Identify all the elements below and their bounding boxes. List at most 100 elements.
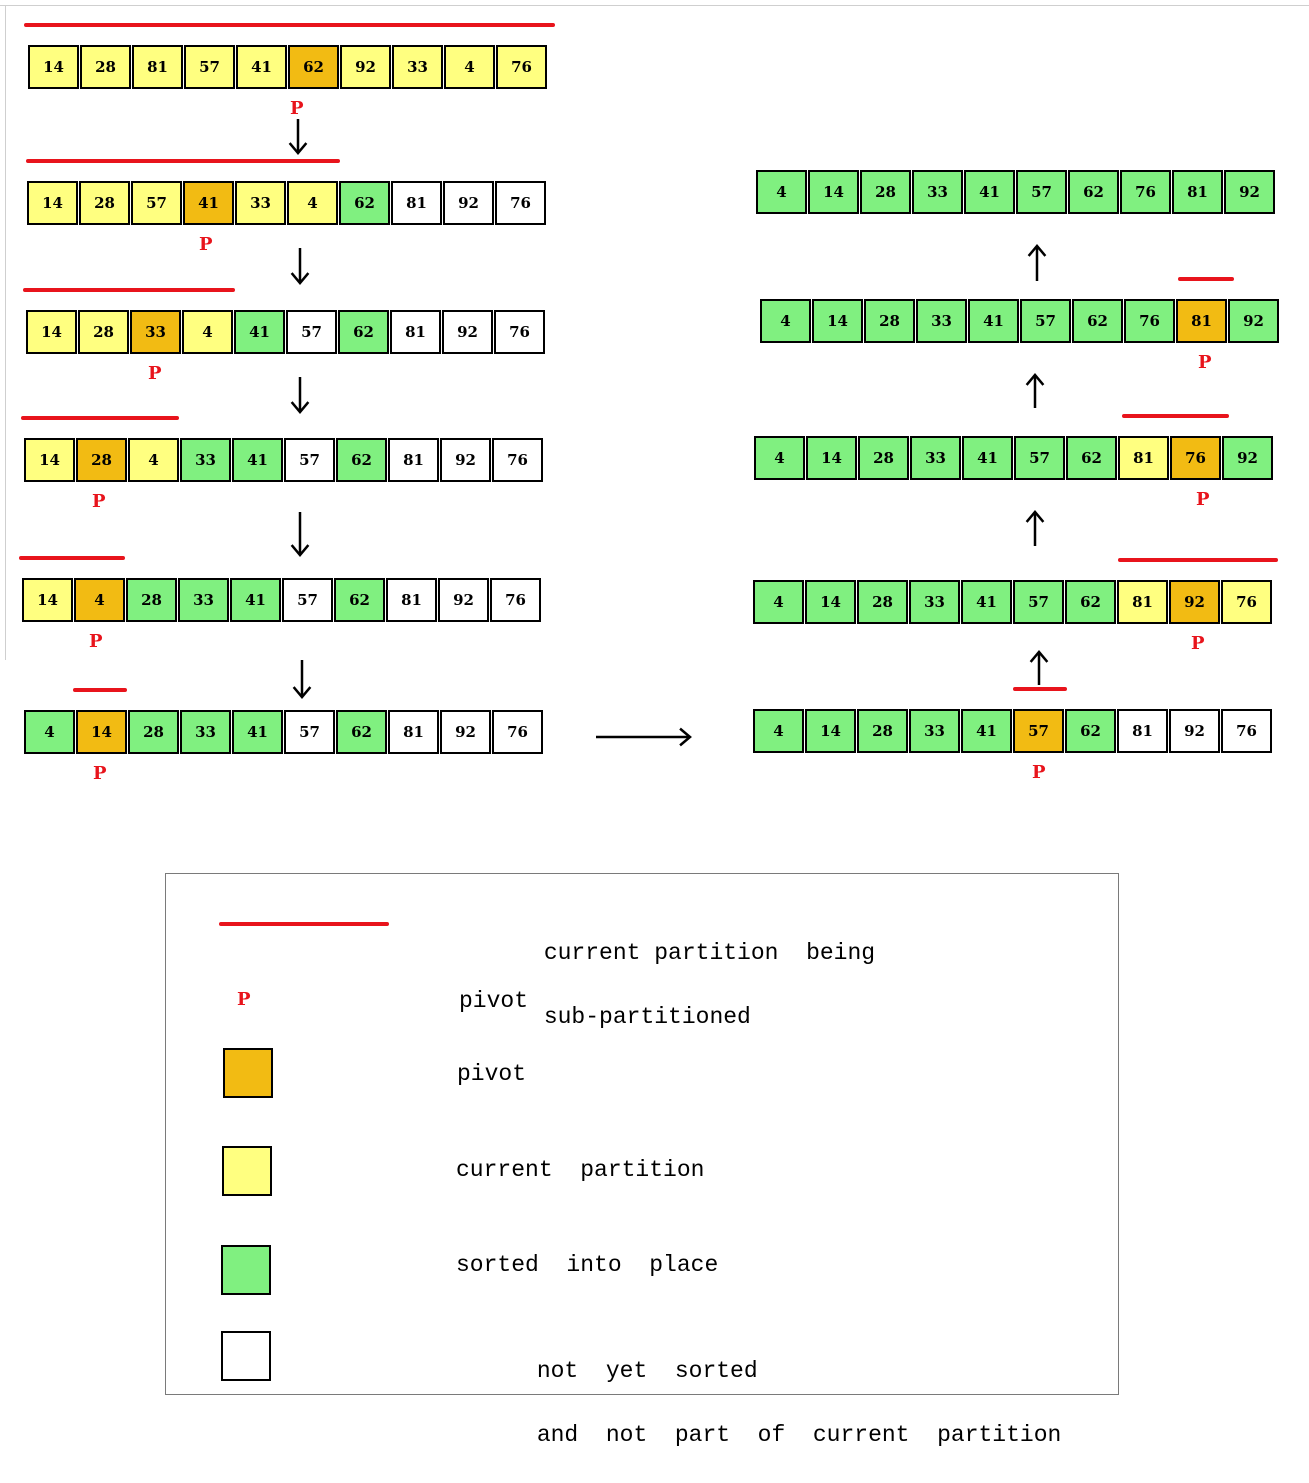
partition-line — [23, 288, 235, 292]
array-cell-sorted: 41 — [964, 170, 1015, 214]
array-cell-none: 57 — [284, 438, 335, 482]
array-cell-sorted: 62 — [1065, 580, 1116, 624]
array-cell-cur: 14 — [27, 181, 78, 225]
array-cell-pivot: 81 — [1176, 299, 1227, 343]
array-cell-none: 81 — [390, 310, 441, 354]
array-cell-sorted: 62 — [338, 310, 389, 354]
array-cell-sorted: 62 — [1068, 170, 1119, 214]
legend-pivot-swatch-label: pivot — [457, 1061, 527, 1087]
pivot-marker: P — [290, 98, 304, 119]
array-cell-sorted: 62 — [334, 578, 385, 622]
array-cell-sorted: 33 — [910, 436, 961, 480]
pivot-marker: P — [148, 363, 162, 384]
legend: current partition being sub-partitioned … — [165, 873, 1119, 1448]
up-arrow-icon — [1029, 650, 1049, 685]
legend-sorted-swatch — [221, 1245, 271, 1295]
down-arrow-icon — [290, 248, 310, 285]
array-cell-sorted: 33 — [916, 299, 967, 343]
pivot-marker: P — [1198, 352, 1212, 373]
array-cell-sorted: 41 — [232, 438, 283, 482]
array-cell-none: 76 — [492, 438, 543, 482]
legend-current-swatch-label: current partition — [456, 1157, 705, 1183]
partition-line — [24, 23, 555, 27]
array-cell-sorted: 57 — [1016, 170, 1067, 214]
pivot-marker: P — [1191, 633, 1205, 654]
array-cell-cur: 28 — [79, 181, 130, 225]
array-cell-sorted: 4 — [760, 299, 811, 343]
array-cell-none: 81 — [386, 578, 437, 622]
legend-partition-line — [219, 922, 389, 926]
array-cell-sorted: 92 — [1228, 299, 1279, 343]
array-cell-cur: 4 — [128, 438, 179, 482]
array-cell-sorted: 76 — [1124, 299, 1175, 343]
legend-partition-line-label-2: sub-partitioned — [543, 1004, 751, 1030]
array-cell-none: 81 — [388, 710, 439, 754]
array-cell-sorted: 41 — [962, 436, 1013, 480]
array-cell-sorted: 81 — [1172, 170, 1223, 214]
array-cell-sorted: 41 — [961, 580, 1012, 624]
array-cell-sorted: 14 — [806, 436, 857, 480]
array-cell-sorted: 41 — [234, 310, 285, 354]
partition-line — [1013, 687, 1067, 691]
array-cell-cur: 4 — [444, 45, 495, 89]
legend-pivot-marker: P — [237, 989, 251, 1010]
array-cell-none: 81 — [391, 181, 442, 225]
legend-unsorted-swatch — [221, 1331, 271, 1381]
array-cell-cur: 28 — [80, 45, 131, 89]
array-cell-sorted: 33 — [180, 710, 231, 754]
array-cell-cur: 41 — [236, 45, 287, 89]
array-cell-pivot: 14 — [76, 710, 127, 754]
down-arrow-icon — [290, 377, 310, 414]
array-cell-sorted: 33 — [909, 709, 960, 753]
down-arrow-icon — [290, 512, 310, 557]
legend-sorted-swatch-label: sorted into place — [456, 1252, 719, 1278]
array-cell-none: 92 — [440, 438, 491, 482]
array-cell-cur: 81 — [1117, 580, 1168, 624]
legend-current-swatch — [222, 1146, 272, 1196]
array-cell-sorted: 62 — [336, 438, 387, 482]
legend-pivot-swatch — [223, 1048, 273, 1098]
array-cell-cur: 4 — [182, 310, 233, 354]
array-cell-pivot: 28 — [76, 438, 127, 482]
partition-line — [73, 688, 127, 692]
array-cell-sorted: 14 — [805, 580, 856, 624]
array-cell-sorted: 14 — [812, 299, 863, 343]
array-cell-sorted: 14 — [805, 709, 856, 753]
array-cell-sorted: 41 — [232, 710, 283, 754]
pivot-marker: P — [92, 491, 106, 512]
array-cell-cur: 14 — [26, 310, 77, 354]
array-cell-sorted: 33 — [909, 580, 960, 624]
array-cell-sorted: 62 — [1066, 436, 1117, 480]
down-arrow-icon — [288, 119, 308, 155]
right-arrow-icon — [596, 727, 692, 747]
array-cell-sorted: 33 — [178, 578, 229, 622]
up-arrow-icon — [1027, 244, 1047, 281]
array-cell-cur: 92 — [340, 45, 391, 89]
array-cell-sorted: 41 — [961, 709, 1012, 753]
array-cell-sorted: 92 — [1222, 436, 1273, 480]
array-cell-sorted: 92 — [1224, 170, 1275, 214]
array-cell-cur: 57 — [184, 45, 235, 89]
array-cell-pivot: 62 — [288, 45, 339, 89]
array-cell-none: 76 — [1221, 709, 1272, 753]
array-cell-sorted: 62 — [1072, 299, 1123, 343]
legend-pivot-marker-label: pivot — [459, 988, 529, 1014]
partition-line — [1178, 277, 1234, 281]
array-cell-none: 92 — [443, 181, 494, 225]
array-cell-cur: 76 — [496, 45, 547, 89]
partition-line — [21, 416, 179, 420]
array-cell-pivot: 57 — [1013, 709, 1064, 753]
array-cell-sorted: 62 — [336, 710, 387, 754]
up-arrow-icon — [1025, 510, 1045, 546]
down-arrow-icon — [292, 660, 312, 699]
array-cell-sorted: 14 — [808, 170, 859, 214]
pivot-marker: P — [1196, 489, 1210, 510]
array-cell-none: 92 — [440, 710, 491, 754]
array-cell-sorted: 62 — [339, 181, 390, 225]
array-cell-none: 76 — [495, 181, 546, 225]
array-cell-cur: 14 — [24, 438, 75, 482]
array-cell-cur: 81 — [1118, 436, 1169, 480]
